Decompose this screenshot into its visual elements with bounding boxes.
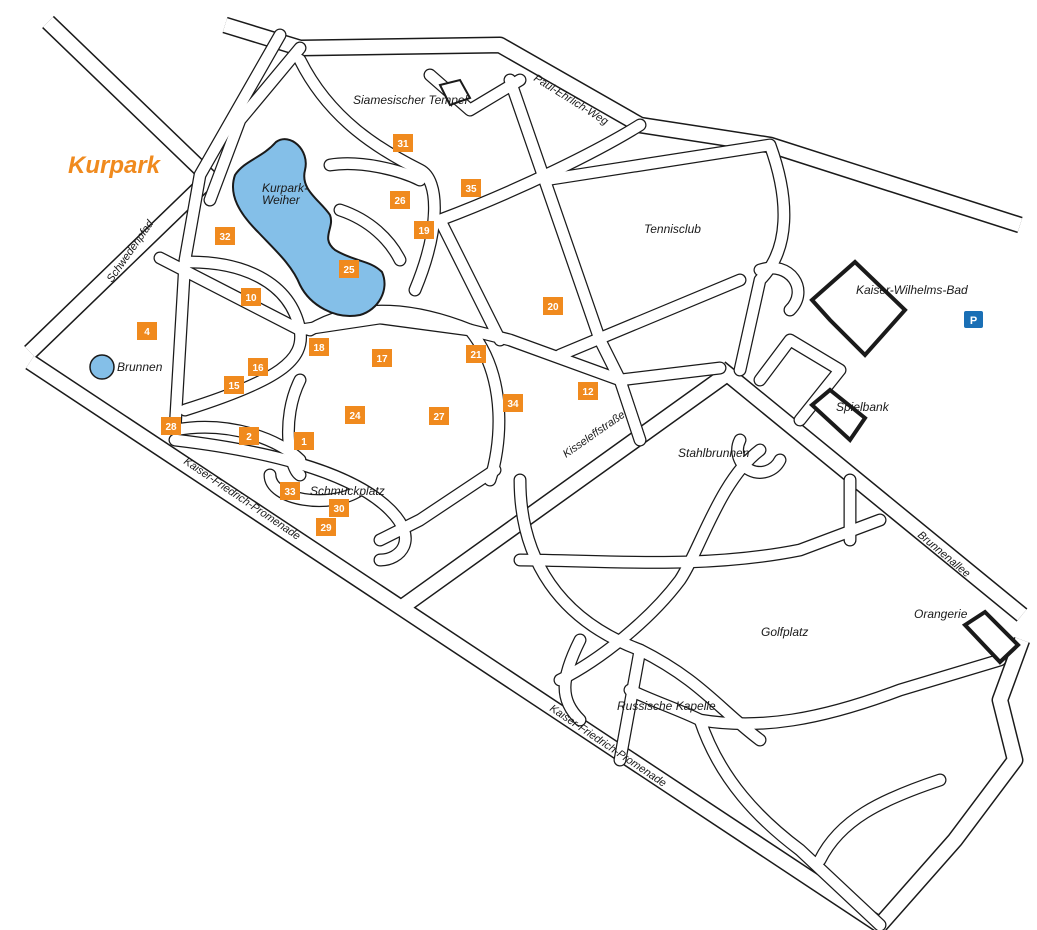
marker-16-label: 16 xyxy=(252,363,264,374)
kaiser-wilhelms-bad-building xyxy=(809,259,908,358)
parking-icon: P xyxy=(970,315,977,327)
marker-24-label: 24 xyxy=(349,411,361,422)
buildings xyxy=(438,78,1021,665)
siamesischer-tempel-building xyxy=(438,78,472,107)
place-labels: Siamesischer Tempel Kurpark- Weiher Tenn… xyxy=(117,93,968,713)
label-golfplatz: Golfplatz xyxy=(761,625,808,639)
marker-30[interactable]: 30 xyxy=(329,499,349,517)
marker-19[interactable]: 19 xyxy=(414,221,434,239)
marker-35[interactable]: 35 xyxy=(461,179,481,197)
marker-35-label: 35 xyxy=(465,184,477,195)
marker-21-label: 21 xyxy=(470,350,482,361)
marker-25[interactable]: 25 xyxy=(339,260,359,278)
marker-21[interactable]: 21 xyxy=(466,345,486,363)
label-schmuckplatz: Schmuckplatz xyxy=(310,484,385,498)
street-label-kaiser-friedrich-promenade-2: Kaiser-Friedrich-Promenade xyxy=(547,703,668,790)
marker-34[interactable]: 34 xyxy=(503,394,523,412)
marker-28[interactable]: 28 xyxy=(161,417,181,435)
marker-2-label: 2 xyxy=(246,432,252,443)
roads xyxy=(24,15,1030,930)
marker-4[interactable]: 4 xyxy=(137,322,157,340)
label-spielbank: Spielbank xyxy=(836,400,890,414)
marker-26[interactable]: 26 xyxy=(390,191,410,209)
marker-10-label: 10 xyxy=(245,293,257,304)
marker-25-label: 25 xyxy=(343,265,355,276)
orangerie-building xyxy=(961,609,1021,665)
marker-12-label: 12 xyxy=(582,387,594,398)
marker-17[interactable]: 17 xyxy=(372,349,392,367)
label-kurpark-weiher-2: Weiher xyxy=(262,193,301,207)
marker-2[interactable]: 2 xyxy=(239,427,259,445)
street-label-brunnenallee: Brunnenallee xyxy=(915,529,972,580)
marker-18-label: 18 xyxy=(313,343,325,354)
label-kurpark-weiher-1: Kurpark- xyxy=(262,181,308,195)
label-siamesischer-tempel: Siamesischer Tempel xyxy=(353,93,468,107)
label-tennisclub: Tennisclub xyxy=(644,222,701,236)
spielbank-building xyxy=(808,387,868,444)
marker-27-label: 27 xyxy=(433,412,445,423)
marker-29[interactable]: 29 xyxy=(316,518,336,536)
park-paths xyxy=(153,28,1007,930)
marker-10[interactable]: 10 xyxy=(241,288,261,306)
label-kaiser-wilhelms-bad: Kaiser-Wilhelms-Bad xyxy=(856,283,968,297)
marker-15[interactable]: 15 xyxy=(224,376,244,394)
marker-17-label: 17 xyxy=(376,354,388,365)
marker-27[interactable]: 27 xyxy=(429,407,449,425)
brunnen-fountain xyxy=(89,354,115,380)
marker-15-label: 15 xyxy=(228,381,240,392)
parking-sign[interactable]: P xyxy=(964,311,983,328)
marker-32[interactable]: 32 xyxy=(215,227,235,245)
marker-1[interactable]: 1 xyxy=(294,432,314,450)
marker-30-label: 30 xyxy=(333,504,345,515)
label-russische-kapelle: Russische Kapelle xyxy=(617,699,716,713)
marker-12[interactable]: 12 xyxy=(578,382,598,400)
marker-33[interactable]: 33 xyxy=(280,482,300,500)
marker-33-label: 33 xyxy=(284,487,296,498)
marker-31-label: 31 xyxy=(397,139,409,150)
marker-28-label: 28 xyxy=(165,422,177,433)
marker-24[interactable]: 24 xyxy=(345,406,365,424)
marker-20-label: 20 xyxy=(547,302,559,313)
marker-4-label: 4 xyxy=(144,327,150,338)
label-brunnen: Brunnen xyxy=(117,360,163,374)
street-label-schwedenpfad: Schwedenpfad xyxy=(105,217,157,284)
label-stahlbrunnen: Stahlbrunnen xyxy=(678,446,750,460)
marker-18[interactable]: 18 xyxy=(309,338,329,356)
marker-1-label: 1 xyxy=(301,437,307,448)
marker-32-label: 32 xyxy=(219,232,231,243)
marker-20[interactable]: 20 xyxy=(543,297,563,315)
label-orangerie: Orangerie xyxy=(914,607,968,621)
marker-26-label: 26 xyxy=(394,196,406,207)
marker-31[interactable]: 31 xyxy=(393,134,413,152)
map-title: Kurpark xyxy=(68,152,162,179)
marker-29-label: 29 xyxy=(320,523,332,534)
marker-34-label: 34 xyxy=(507,399,519,410)
marker-19-label: 19 xyxy=(418,226,430,237)
marker-16[interactable]: 16 xyxy=(248,358,268,376)
